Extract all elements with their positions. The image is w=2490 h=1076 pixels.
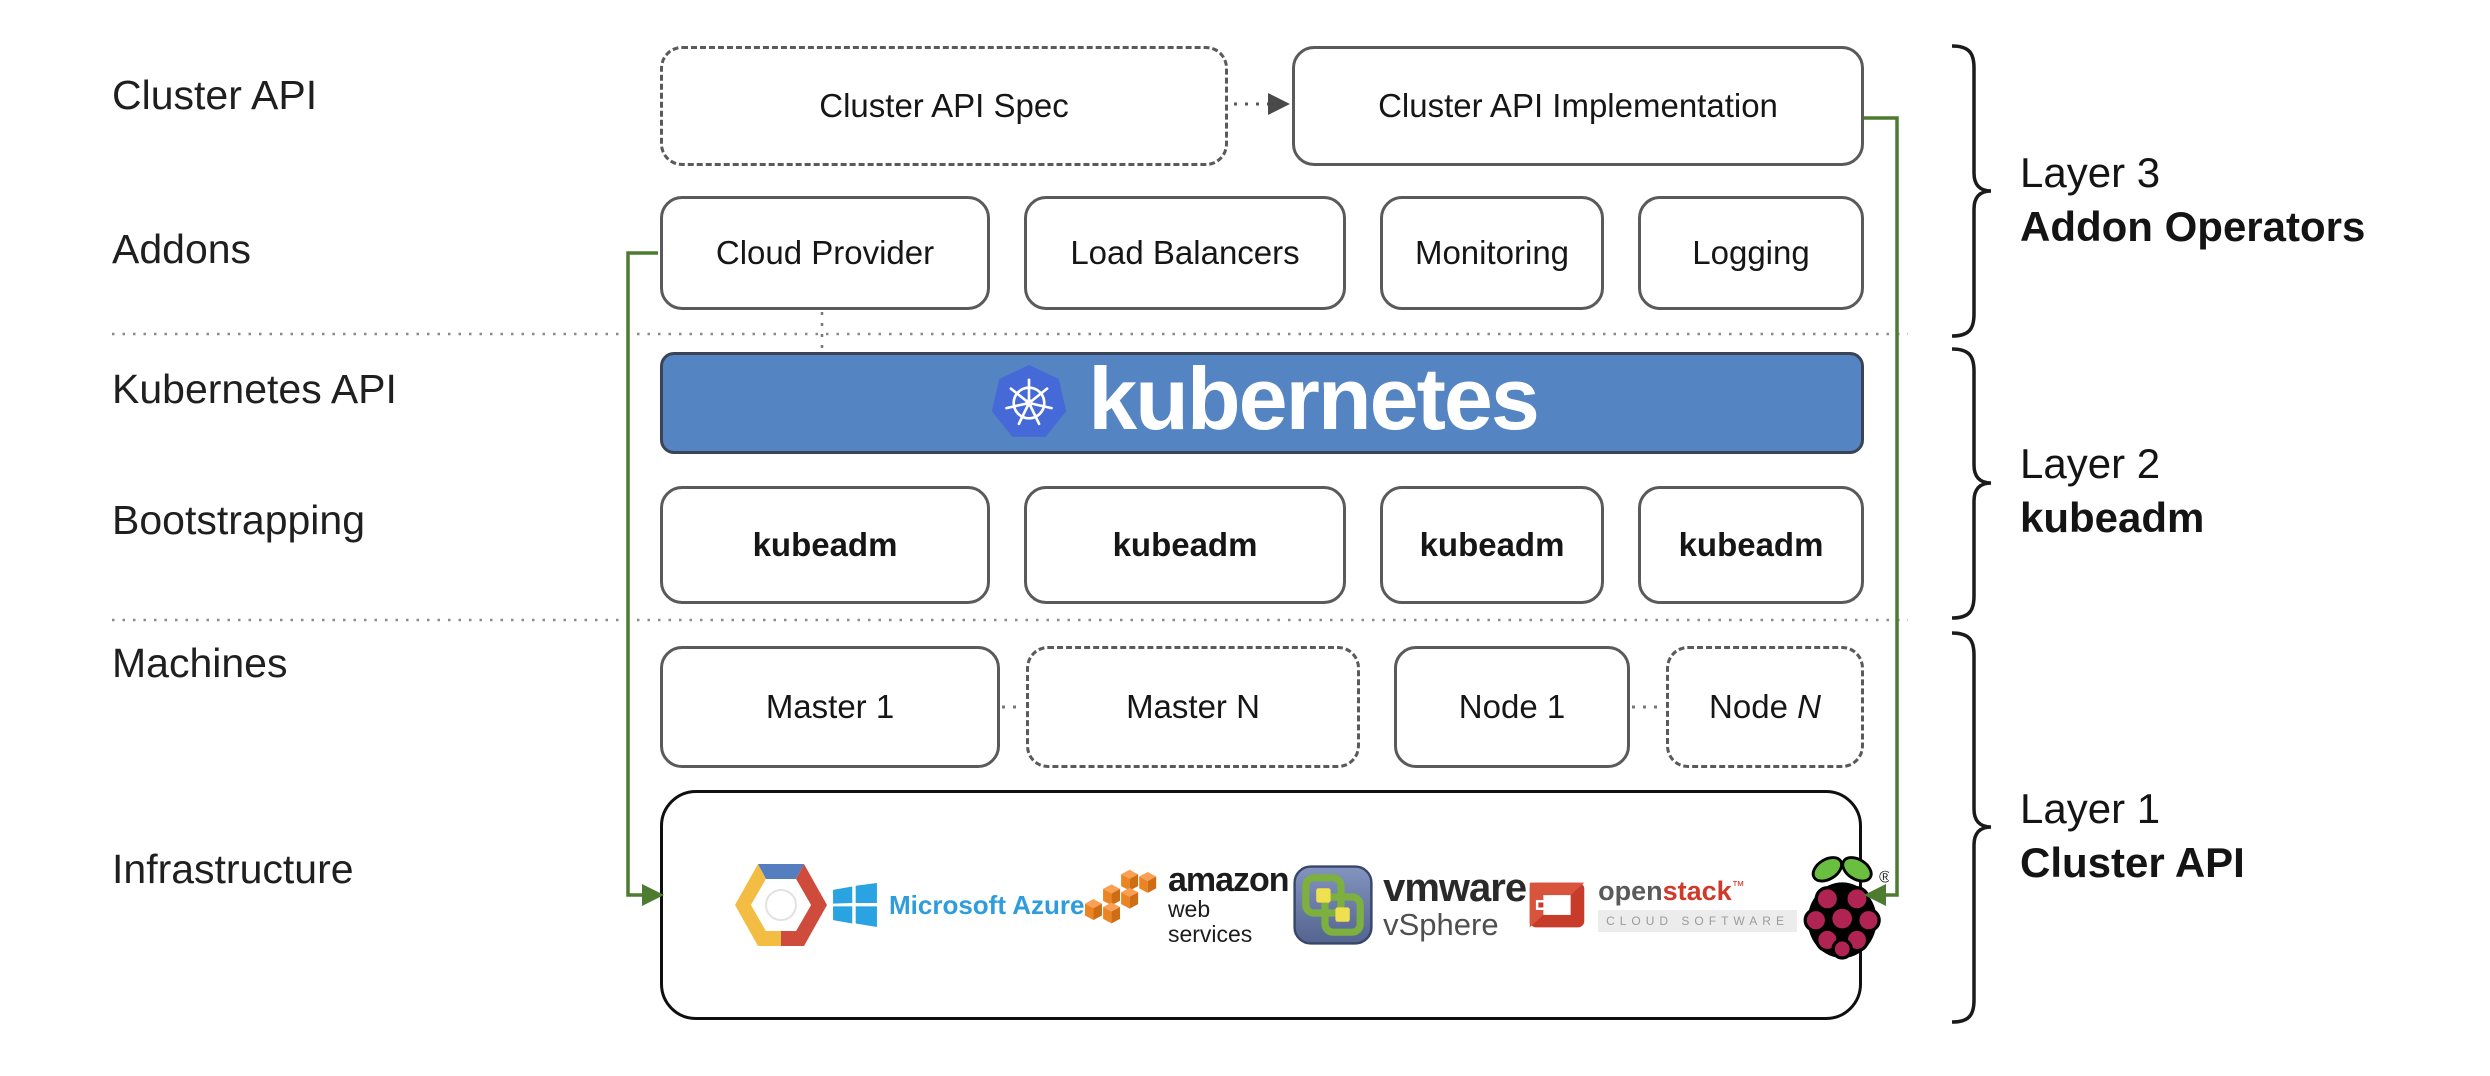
- infrastructure-box: Microsoft Azure amazon web services: [660, 790, 1889, 1020]
- node-n-suffix: N: [1797, 688, 1821, 725]
- aws-logo: amazon web services: [1084, 859, 1294, 951]
- layer-3-annotation: Layer 3 Addon Operators: [2020, 146, 2365, 254]
- addon-box-logging: Logging: [1638, 196, 1864, 310]
- layer-2-subtitle: kubeadm: [2020, 493, 2205, 541]
- azure-wordmark: Microsoft Azure: [889, 889, 1085, 920]
- layer-1-title: Layer 1: [2020, 785, 2161, 832]
- layer-1-subtitle: Cluster API: [2020, 838, 2245, 886]
- kubeadm-box-4: kubeadm: [1638, 486, 1864, 604]
- raspberry-pi-icon: ®: [1803, 856, 1889, 960]
- aws-wordmark-block: amazon web services: [1168, 863, 1293, 948]
- aws-cubes-icon: [1084, 869, 1156, 924]
- kubeadm-box-2: kubeadm: [1024, 486, 1346, 604]
- row-label-addons: Addons: [112, 226, 252, 272]
- addon-box-load-balancers: Load Balancers: [1024, 196, 1346, 310]
- layer-3-subtitle: Addon Operators: [2020, 202, 2366, 250]
- kubernetes-banner: kubernetes: [660, 352, 1864, 454]
- azure-windows-icon: [833, 883, 877, 927]
- vsphere-subtext: vSphere: [1383, 906, 1499, 942]
- machine-box-node-1: Node 1: [1394, 646, 1630, 768]
- openstack-wordmark-block: openstack™ CLOUD SOFTWARE: [1598, 878, 1797, 932]
- row-label-infrastructure: Infrastructure: [112, 846, 354, 892]
- cluster-api-implementation-box: Cluster API Implementation: [1292, 46, 1864, 166]
- spec-to-implementation-arrowhead: [1268, 93, 1290, 115]
- vsphere-icon: [1293, 865, 1373, 945]
- layer-2-brace: [1951, 347, 1992, 620]
- vmware-wordmark-block: vmware vSphere: [1383, 865, 1527, 942]
- aws-wordmark: amazon: [1167, 860, 1290, 899]
- addon-box-monitoring: Monitoring: [1380, 196, 1604, 310]
- layer-3-brace: [1951, 44, 1992, 338]
- google-cloud-icon: [735, 864, 827, 946]
- raspberry-pi-logo: ®: [1797, 846, 1889, 964]
- openstack-trademark: ™: [1731, 878, 1745, 893]
- green-connector-right: [1864, 116, 1899, 897]
- row-label-kubernetes-api: Kubernetes API: [112, 366, 397, 412]
- vmware-vsphere-logo: vmware vSphere: [1293, 865, 1527, 945]
- layer-2-annotation: Layer 2 kubeadm: [2020, 437, 2204, 545]
- raspberry-registered-mark: ®: [1879, 868, 1889, 886]
- machine-box-master-1: Master 1: [660, 646, 1000, 768]
- google-cloud-logo: [731, 855, 831, 955]
- layer-1-annotation: Layer 1 Cluster API: [2020, 782, 2245, 890]
- openstack-subtext: CLOUD SOFTWARE: [1598, 910, 1797, 932]
- machine-box-node-n: Node N: [1666, 646, 1864, 768]
- kubeadm-box-3: kubeadm: [1380, 486, 1604, 604]
- row-label-bootstrapping: Bootstrapping: [112, 497, 366, 543]
- openstack-logo: openstack™ CLOUD SOFTWARE: [1526, 874, 1797, 936]
- aws-subtext: web services: [1167, 895, 1253, 947]
- openstack-wordmark-open: open: [1598, 876, 1663, 906]
- openstack-wordmark-stack: stack: [1662, 876, 1732, 906]
- kubeadm-box-1: kubeadm: [660, 486, 990, 604]
- layer-3-title: Layer 3: [2020, 149, 2161, 196]
- node-n-prefix: Node: [1709, 688, 1788, 725]
- kubernetes-helm-icon: [992, 364, 1067, 437]
- kubernetes-wordmark: kubernetes: [1088, 349, 1540, 448]
- layer-1-brace: [1951, 631, 1992, 1024]
- openstack-wordmark: openstack™: [1598, 878, 1797, 905]
- vmware-wordmark: vmware: [1383, 865, 1527, 910]
- machine-box-master-n: Master N: [1026, 646, 1360, 768]
- openstack-icon: [1529, 882, 1585, 928]
- aws-cube: [1084, 869, 1156, 924]
- row-label-machines: Machines: [112, 640, 288, 686]
- microsoft-azure-logo: Microsoft Azure: [831, 881, 1085, 929]
- cluster-api-spec-box: Cluster API Spec: [660, 46, 1228, 166]
- layer-2-title: Layer 2: [2020, 440, 2161, 487]
- green-connector-left: [626, 251, 658, 897]
- row-label-cluster-api: Cluster API: [112, 72, 318, 118]
- addon-box-cloud-provider: Cloud Provider: [660, 196, 990, 310]
